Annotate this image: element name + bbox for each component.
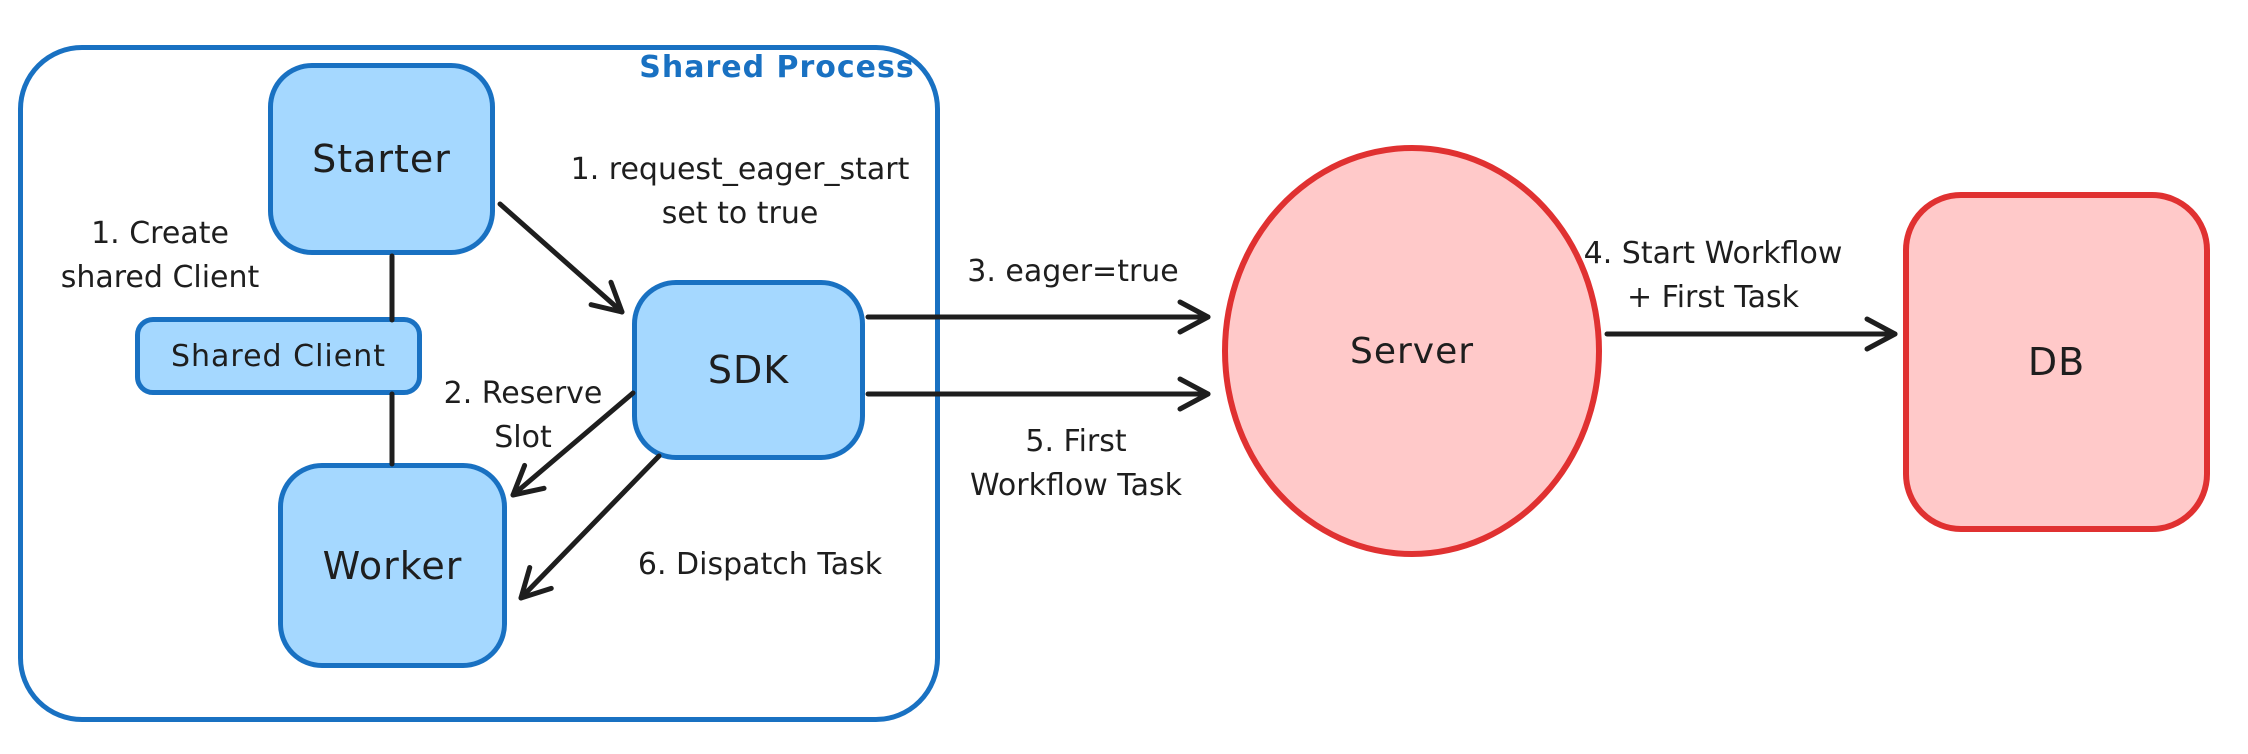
annotation-line: 6. Dispatch Task <box>637 547 883 582</box>
annotation-line: + First Task <box>1626 280 1800 315</box>
annotation-eager-true: 3. eager=true <box>967 250 1179 294</box>
node-shared-client: Shared Client <box>135 317 422 395</box>
node-starter-label: Starter <box>312 137 451 181</box>
annotation-line: shared Client <box>60 260 260 295</box>
annotation-line: set to true <box>661 196 819 231</box>
node-db: DB <box>1903 192 2210 532</box>
annotation-reserve-slot: 2. Reserve Slot <box>444 372 603 460</box>
shared-process-label: Shared Process <box>639 50 915 85</box>
annotation-line: 4. Start Workflow <box>1583 236 1843 271</box>
annotation-line: 2. Reserve <box>443 376 603 411</box>
node-sdk: SDK <box>632 280 865 460</box>
annotation-first-workflow-task: 5. First Workflow Task <box>970 420 1182 508</box>
annotation-dispatch-task: 6. Dispatch Task <box>638 543 882 587</box>
annotation-line: Workflow Task <box>969 468 1183 503</box>
annotation-request-eager-start: 1. request_eager_start set to true <box>571 148 910 236</box>
node-server: Server <box>1222 145 1602 557</box>
annotation-create-shared-client: 1. Create shared Client <box>61 212 260 300</box>
annotation-line: 1. request_eager_start <box>570 152 910 187</box>
node-worker: Worker <box>278 463 507 668</box>
annotation-line: Slot <box>494 420 552 455</box>
node-starter: Starter <box>268 63 495 255</box>
node-db-label: DB <box>2027 340 2086 384</box>
annotation-start-workflow: 4. Start Workflow + First Task <box>1584 232 1843 320</box>
annotation-line: 1. Create <box>91 216 229 251</box>
node-sdk-label: SDK <box>707 348 790 392</box>
shared-process-container <box>18 45 940 722</box>
node-server-label: Server <box>1349 330 1475 372</box>
annotation-line: 5. First <box>1025 424 1127 459</box>
node-shared-client-label: Shared Client <box>170 338 386 374</box>
node-worker-label: Worker <box>322 543 463 588</box>
annotation-line: 3. eager=true <box>967 254 1179 289</box>
